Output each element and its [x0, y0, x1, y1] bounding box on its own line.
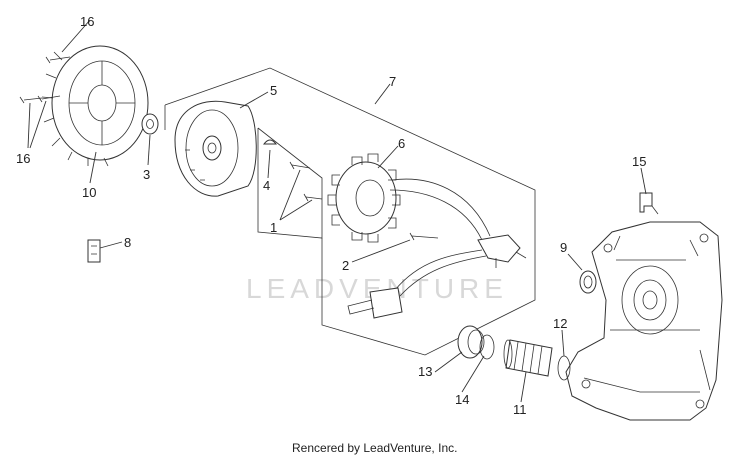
stator-screws-part — [289, 161, 323, 202]
callout-10: 10 — [82, 185, 96, 200]
callout-5: 5 — [270, 83, 277, 98]
callout-11: 11 — [513, 402, 527, 417]
callout-13: 13 — [418, 364, 432, 379]
footer-credit: Rencered by LeadVenture, Inc. — [292, 441, 457, 455]
callout-16-top: 16 — [80, 14, 94, 29]
pickup-coil-part — [347, 234, 527, 319]
key-part — [262, 139, 278, 145]
callout-16-bottom: 16 — [16, 151, 30, 166]
oil-seal-part — [579, 270, 597, 294]
callout-1: 1 — [270, 220, 277, 235]
callout-14: 14 — [455, 392, 469, 407]
fan-bolts-part — [19, 56, 71, 104]
callout-7: 7 — [389, 74, 396, 89]
nut-part — [141, 113, 159, 135]
bracket-part — [639, 192, 659, 215]
assembly-frame — [164, 67, 536, 356]
harness-screw-part — [409, 232, 439, 241]
clip-part — [87, 239, 101, 263]
callout-15: 15 — [632, 154, 646, 169]
callout-12: 12 — [553, 316, 567, 331]
crankcase-part — [565, 221, 723, 421]
callout-4: 4 — [263, 178, 270, 193]
callout-9: 9 — [560, 240, 567, 255]
callout-3: 3 — [143, 167, 150, 182]
callout-6: 6 — [398, 136, 405, 151]
callout-labels: 16 16 10 3 5 4 1 6 7 2 8 9 15 13 14 11 1… — [16, 14, 646, 417]
leader-lines — [27, 19, 647, 403]
flywheel-rotor-part — [174, 100, 257, 197]
callout-8: 8 — [124, 235, 131, 250]
oil-filter-set-part — [457, 325, 571, 381]
callout-2: 2 — [342, 258, 349, 273]
cooling-fan-part — [41, 45, 149, 167]
stator-part — [327, 153, 491, 243]
